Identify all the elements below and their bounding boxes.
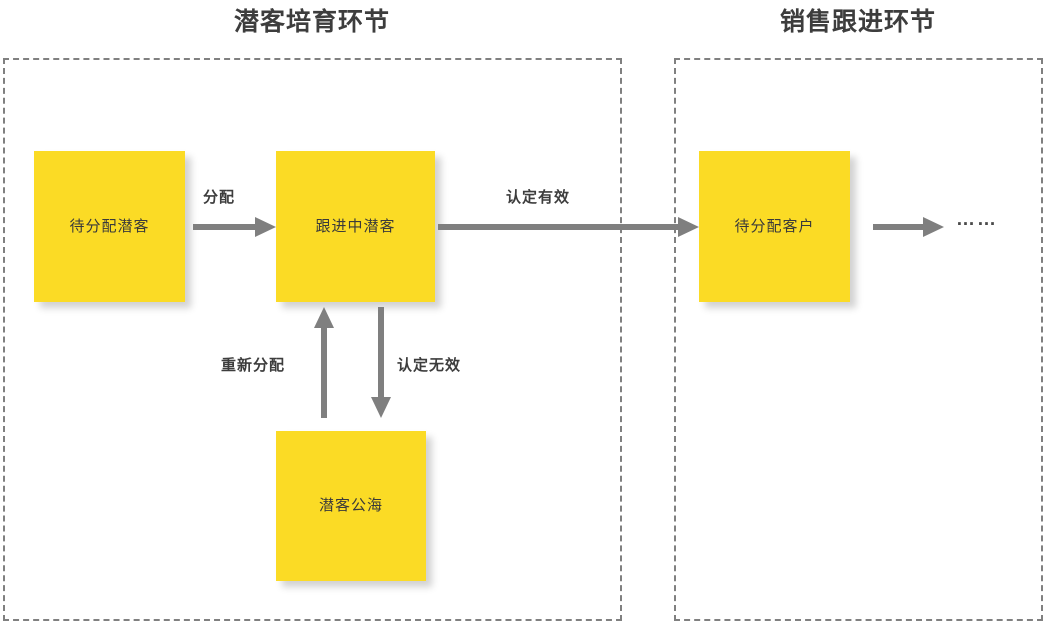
node-lead-pool-label: 潜客公海: [318, 497, 383, 514]
node-pending-customer-label: 待分配客户: [734, 217, 815, 235]
arrow-more-icon: [873, 217, 944, 237]
arrow-reassign-icon: [314, 307, 334, 418]
edge-label-invalid: 认定无效: [397, 357, 462, 374]
phase-container-nurture: [3, 58, 622, 621]
node-pending-lead[interactable]: 待分配潜客: [34, 151, 185, 302]
node-following-lead[interactable]: 跟进中潜客: [276, 151, 435, 302]
arrow-valid-icon: [438, 217, 699, 237]
phase-title-nurture: 潜客培育环节: [233, 8, 390, 36]
node-pending-lead-label: 待分配潜客: [69, 217, 150, 235]
phase-container-sales: [674, 58, 1043, 621]
phase-title-sales: 销售跟进环节: [779, 8, 936, 36]
node-lead-pool[interactable]: 潜客公海: [276, 431, 426, 581]
edge-label-reassign: 重新分配: [221, 357, 286, 374]
arrow-assign-icon: [193, 217, 276, 237]
ellipsis-more: ……: [956, 209, 998, 230]
edge-label-assign: 分配: [203, 189, 236, 206]
node-pending-customer[interactable]: 待分配客户: [699, 151, 850, 302]
arrow-invalid-icon: [371, 307, 391, 418]
node-following-lead-label: 跟进中潜客: [315, 217, 396, 235]
edge-label-valid: 认定有效: [506, 189, 571, 206]
